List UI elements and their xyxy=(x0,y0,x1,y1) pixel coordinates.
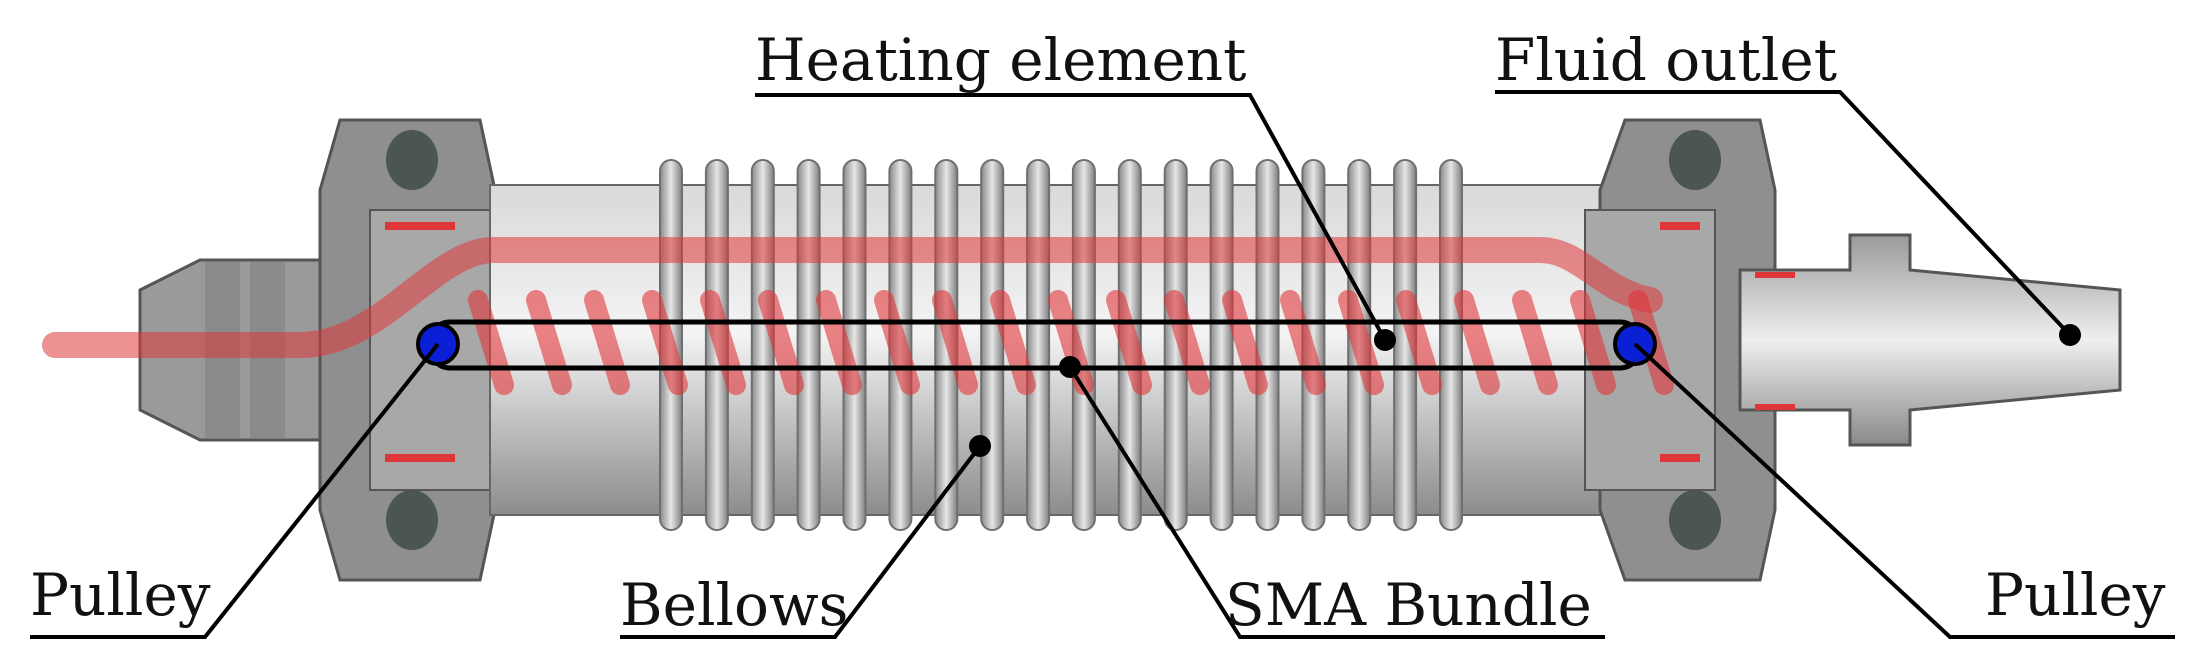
heating-coil-turn xyxy=(1222,290,1268,395)
bellows-fin xyxy=(796,159,821,531)
o-ring-seal-icon xyxy=(386,130,438,190)
leader-lines xyxy=(30,90,2175,639)
heating-coil-turn xyxy=(874,290,920,395)
bellows-fin xyxy=(1026,159,1051,531)
heating-coil-turn xyxy=(700,290,746,395)
heating-element-coil xyxy=(42,237,1674,395)
label-pulley-left: Pulley xyxy=(30,561,211,629)
heating-coil-turn xyxy=(526,290,572,395)
heating-coil-turn xyxy=(1396,290,1442,395)
actuator-body xyxy=(42,118,2122,582)
label-pulley-right: Pulley xyxy=(1985,561,2166,629)
heating-coil-turn xyxy=(816,290,862,395)
o-ring-seal-icon xyxy=(386,490,438,550)
left-flange xyxy=(318,118,497,582)
heating-coil-turn xyxy=(990,290,1036,395)
heating-coil-turn xyxy=(1512,290,1558,395)
label-heating-element: Heating element xyxy=(755,26,1246,94)
heating-coil-turn xyxy=(1454,290,1500,395)
bellows-fin xyxy=(750,159,775,531)
heating-coil-turn xyxy=(584,290,630,395)
heating-coil-turn xyxy=(1570,290,1616,395)
heating-coil-turns xyxy=(468,290,1674,395)
o-ring-seal-icon xyxy=(1669,130,1721,190)
right-flange xyxy=(1584,118,1777,582)
heating-coil-turn xyxy=(1280,290,1326,395)
heating-coil-turn xyxy=(1106,290,1152,395)
bellows-fin xyxy=(980,159,1005,531)
label-bellows: Bellows xyxy=(620,571,848,639)
bellows-fin xyxy=(1255,159,1280,531)
heating-coil-turn xyxy=(932,290,978,395)
o-ring-seal-icon xyxy=(1669,490,1721,550)
label-sma-bundle: SMA Bundle xyxy=(1225,571,1592,639)
heating-coil-turn xyxy=(468,290,514,395)
label-fluid-outlet: Fluid outlet xyxy=(1495,26,1837,94)
heating-coil-turn xyxy=(1338,290,1384,395)
bellows-fin xyxy=(1209,159,1234,531)
heating-coil-turn xyxy=(758,290,804,395)
bellows-fin xyxy=(1439,159,1463,531)
heating-coil-turn xyxy=(1164,290,1210,395)
heating-coil-turn xyxy=(642,290,688,395)
